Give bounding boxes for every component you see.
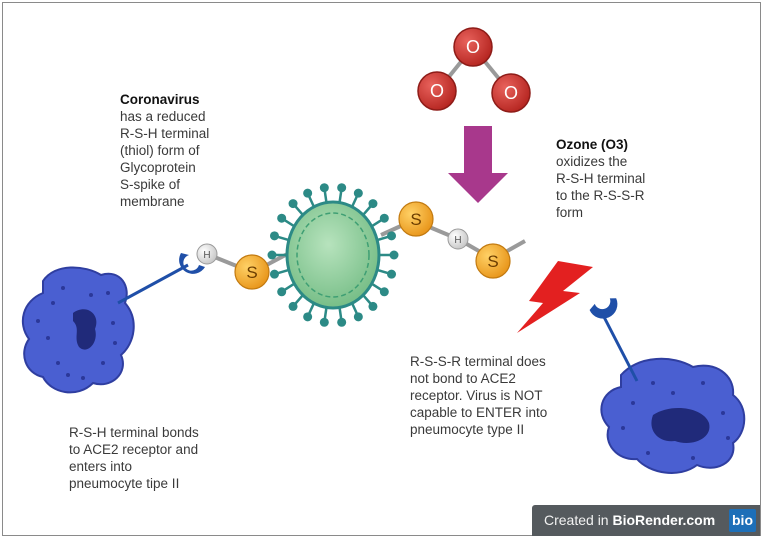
coronavirus-title: Coronavirus (120, 92, 200, 107)
description-line: oxidizes the (556, 154, 628, 169)
description-line: has a reduced (120, 109, 206, 124)
virus-spike-head (379, 287, 389, 297)
left-molecule-chain: H S (196, 243, 294, 290)
virus-spike-head (267, 250, 277, 260)
ace2-receptor-stalk (601, 314, 639, 382)
description-line: R-S-H terminal (556, 171, 646, 186)
description-line: (thiol) form of (120, 143, 200, 158)
coronavirus-description: Coronavirus has a reduced R-S-H terminal… (120, 91, 209, 210)
description-line: Glycoprotein (120, 160, 196, 175)
description-line: not bond to ACE2 (410, 371, 516, 386)
description-line: receptor. Virus is NOT (410, 388, 543, 403)
coronavirus-icon (267, 183, 399, 327)
description-line: R-S-S-R terminal does (410, 354, 546, 369)
description-line: membrane (120, 194, 185, 209)
virus-spike-head (269, 231, 279, 241)
description-line: pneumocyte tipe II (69, 476, 180, 491)
virus-spike-head (303, 312, 313, 322)
watermark-prefix: Created in (544, 512, 613, 528)
virus-spike-head (387, 231, 397, 241)
oxygen-atom-top: O (453, 27, 493, 67)
sulfur-label: S (487, 252, 498, 271)
description-line: capable to ENTER into (410, 405, 548, 420)
virus-spike-head (288, 301, 298, 311)
watermark-label: Created in BioRender.com (544, 512, 715, 528)
virus-spike-head (319, 183, 329, 193)
down-arrow-icon (448, 126, 508, 203)
nucleus-icon (73, 309, 97, 350)
description-line: R-S-H terminal bonds (69, 425, 199, 440)
hydrogen-label: H (454, 235, 461, 246)
hydrogen-label: H (203, 250, 210, 261)
hydrogen-atom-right: H (447, 228, 469, 250)
virus-spike-head (379, 213, 389, 223)
oxygen-label: O (430, 81, 444, 101)
sulfur-label: S (410, 210, 421, 229)
virus-spike-head (288, 199, 298, 209)
pneumocyte-cell-right (589, 298, 746, 474)
rsh-description: R-S-H terminal bonds to ACE2 receptor an… (69, 424, 199, 492)
oxygen-label: O (466, 37, 480, 57)
ace2-receptor-stalk (117, 263, 189, 305)
description-line: S-spike of (120, 177, 181, 192)
oxygen-atom-right: O (491, 73, 531, 113)
rssr-description: R-S-S-R terminal does not bond to ACE2 r… (410, 353, 547, 438)
ozone-title: Ozone (O3) (556, 137, 629, 152)
description-line: pneumocyte type II (410, 422, 525, 437)
virus-spike-head (277, 213, 287, 223)
right-molecule-chain: S H S (380, 201, 526, 279)
sulfur-label: S (246, 263, 257, 282)
virus-spike-head (269, 269, 279, 279)
biorender-watermark[interactable]: Created in BioRender.com bio (532, 505, 760, 536)
ace2-receptor-icon (179, 253, 205, 274)
ozone-molecule: O O O (417, 27, 531, 113)
biorender-logo-icon: bio (729, 509, 756, 532)
virus-spike-head (368, 199, 378, 209)
pneumocyte-cell-left (21, 253, 205, 394)
nucleus-icon (651, 408, 710, 443)
virus-spike-head (353, 188, 363, 198)
virus-spike-head (337, 317, 347, 327)
description-line: to the R-S-S-R (556, 188, 645, 203)
oxygen-atom-left: O (417, 71, 457, 111)
sulfur-atom-left: S (234, 254, 270, 290)
virus-spike-head (277, 287, 287, 297)
description-line: form (556, 205, 583, 220)
virus-spike-head (319, 317, 329, 327)
description-line: R-S-H terminal (120, 126, 210, 141)
lightning-icon (517, 261, 593, 333)
description-line: enters into (69, 459, 133, 474)
hydrogen-atom-left: H (196, 243, 218, 265)
sulfur-atom-right: S (475, 243, 511, 279)
virus-spike-head (353, 312, 363, 322)
virus-spike-head (303, 188, 313, 198)
virus-spike-head (387, 269, 397, 279)
ace2-receptor-icon (589, 298, 618, 319)
oxygen-label: O (504, 83, 518, 103)
ozone-description: Ozone (O3) oxidizes the R-S-H terminal t… (556, 136, 645, 221)
virus-spike-head (337, 183, 347, 193)
description-line: to ACE2 receptor and (69, 442, 199, 457)
virus-spike-head (389, 250, 399, 260)
sulfur-atom-middle: S (398, 201, 434, 237)
watermark-brand: BioRender.com (612, 512, 716, 528)
virus-spike-head (368, 301, 378, 311)
diagram-artwork: O O O H S S (21, 27, 746, 474)
